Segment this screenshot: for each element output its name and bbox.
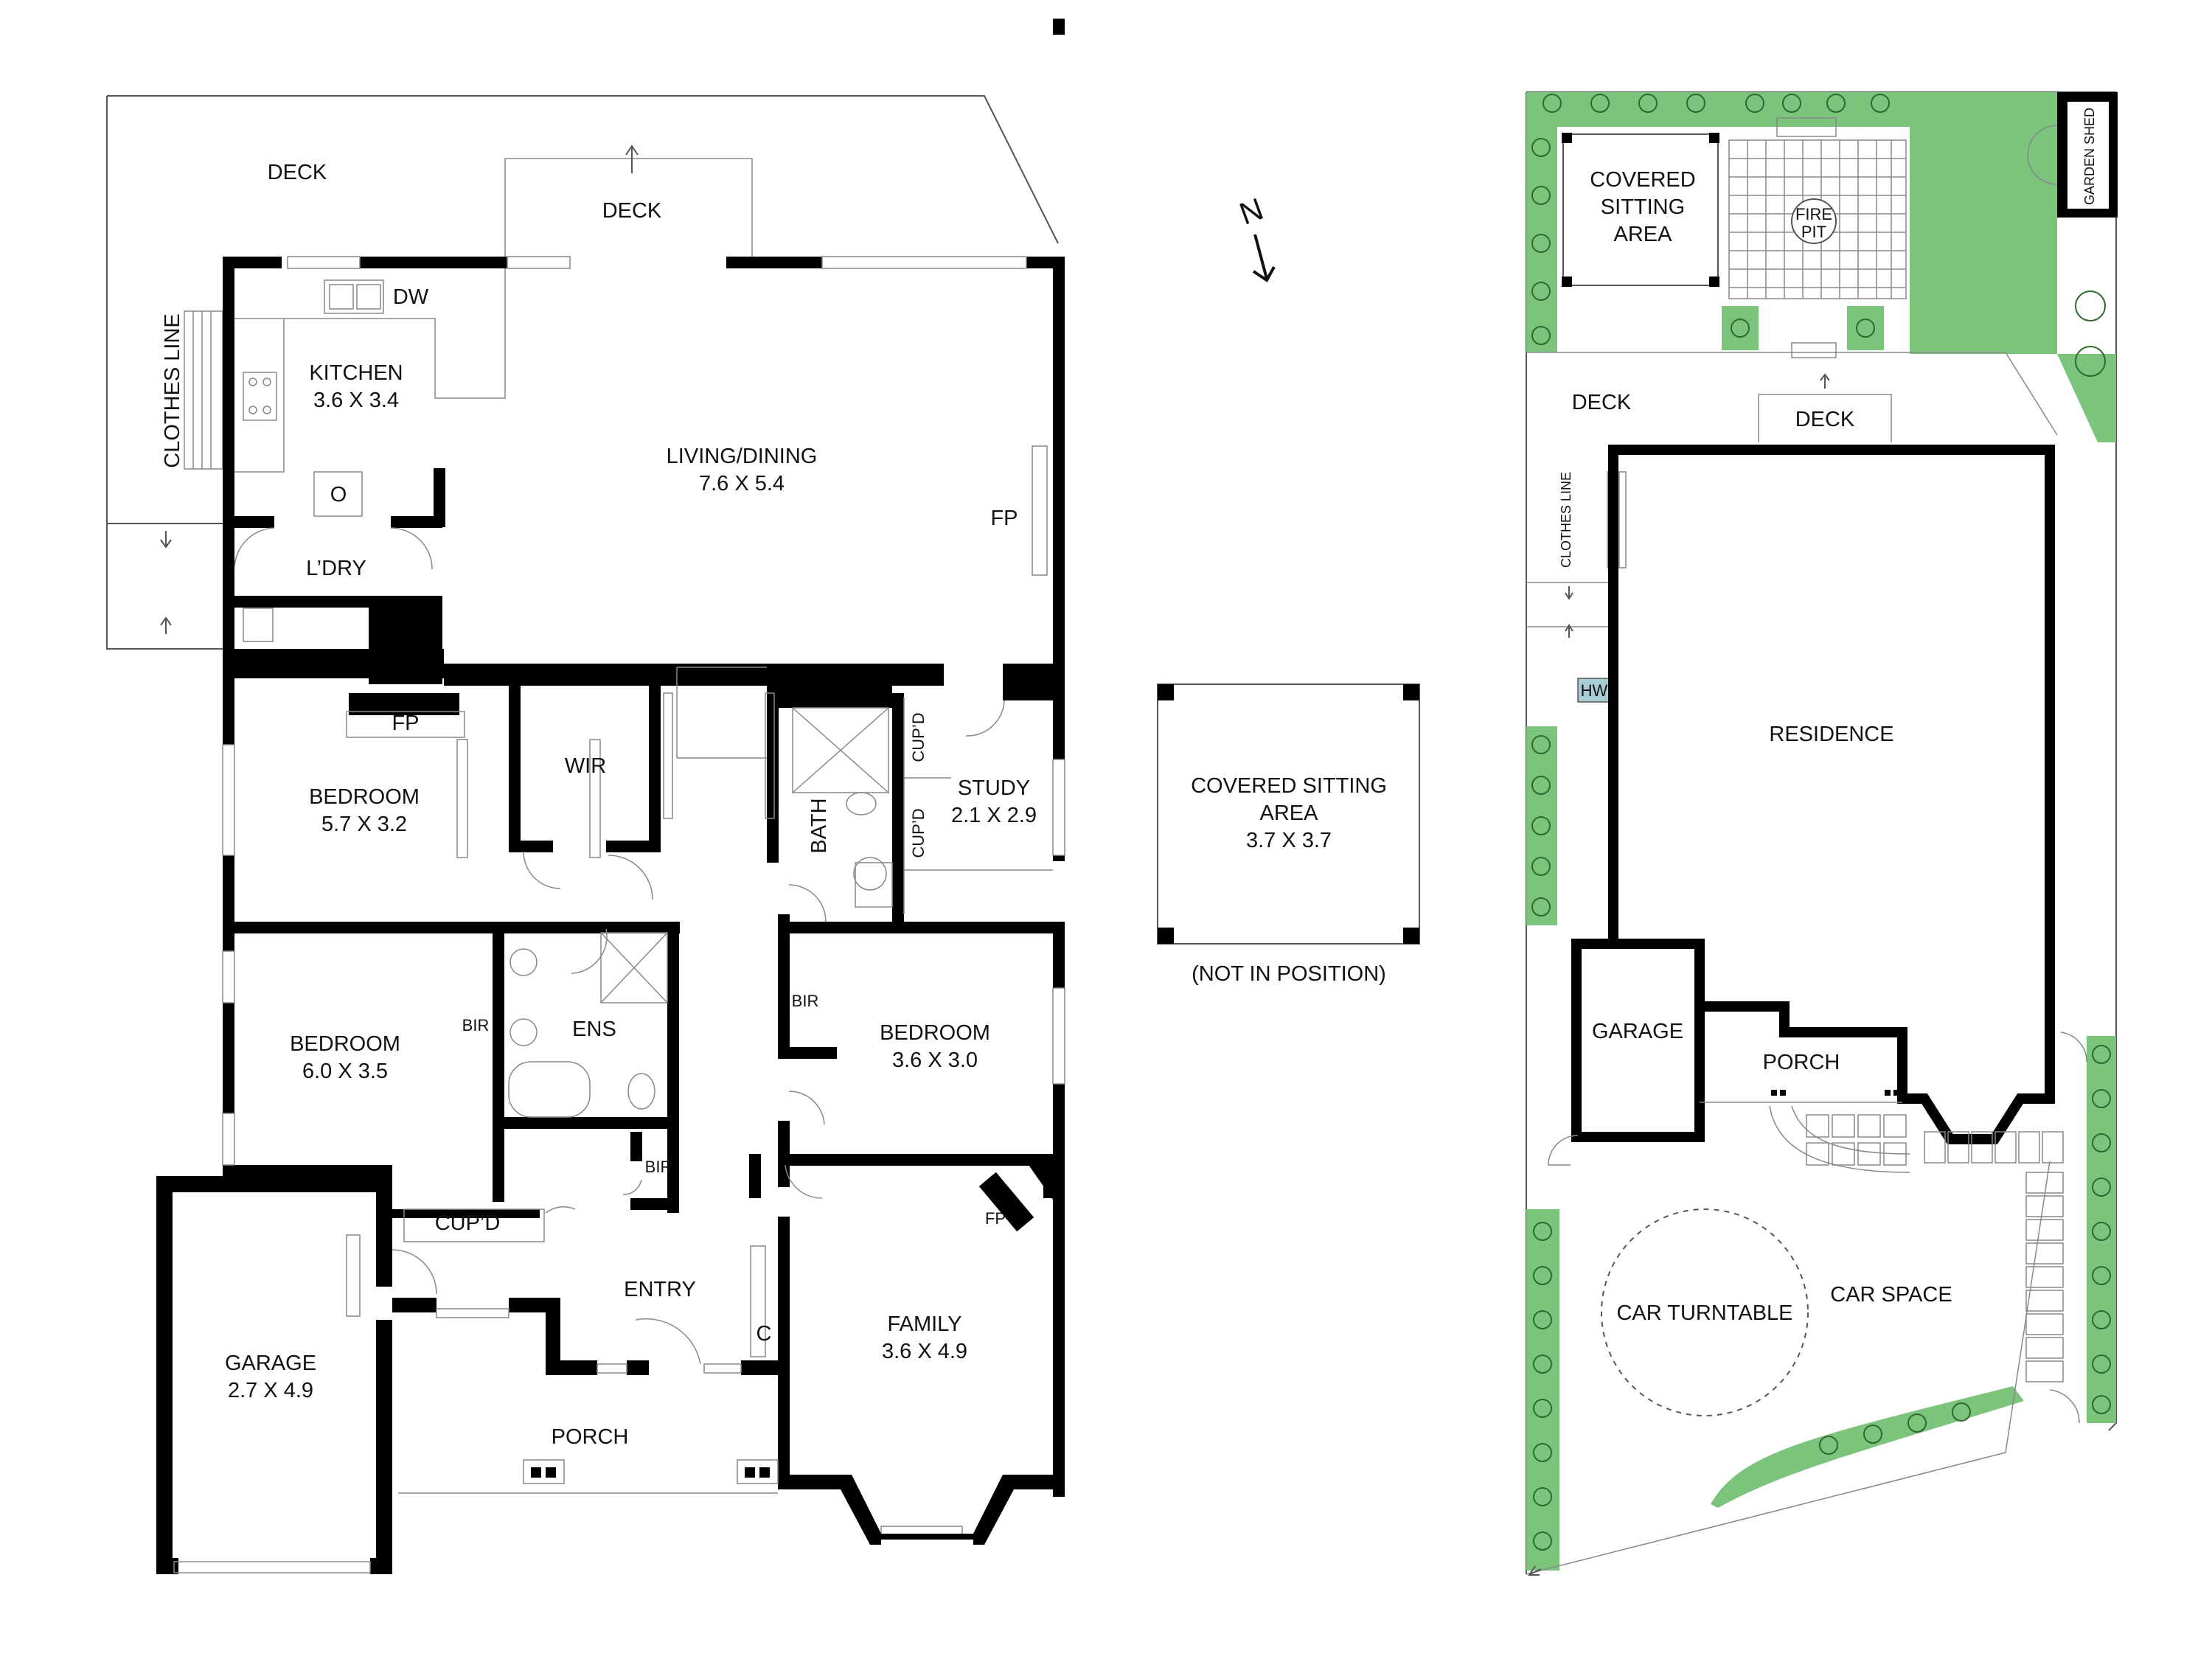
laundry-label: L’DRY (306, 557, 366, 580)
family-size: 3.6 X 4.9 (882, 1340, 967, 1363)
site-covered-label-3: AREA (1614, 223, 1673, 246)
grass-top (1526, 92, 1910, 352)
covered-area-label-2: AREA (1260, 801, 1319, 825)
deck-outline (106, 95, 1059, 650)
entry-label: ENTRY (624, 1278, 696, 1301)
covered-area-plan: COVERED SITTING AREA 3.7 X 3.7 (NOT IN P… (1157, 684, 1420, 986)
grass-right-lower (2087, 1036, 2116, 1423)
site-deck-left-label: DECK (1572, 391, 1632, 414)
kitchen-size: 3.6 X 3.4 (313, 389, 399, 412)
site-garage-label: GARAGE (1592, 1020, 1683, 1043)
shrubs (1531, 94, 2111, 1551)
site-garage (1571, 939, 1705, 1142)
bedroom1-label: BEDROOM (309, 785, 420, 809)
dw-label: DW (393, 285, 429, 309)
covered-area-size: 3.7 X 3.7 (1246, 829, 1332, 852)
grass-patch-2 (1847, 306, 1884, 350)
fireplace-living (1032, 445, 1048, 576)
grass-left-lower (1526, 1209, 1559, 1571)
site-clothes-line-label: CLOTHES LINE (1559, 472, 1573, 568)
grass-left-strip (1526, 726, 1557, 925)
living-size: 7.6 X 5.4 (699, 472, 785, 495)
grass-drive (1711, 1386, 2024, 1508)
bir-hall-label: BIR (645, 1158, 672, 1176)
site-covered-label-1: COVERED (1590, 168, 1695, 192)
c-label: C (757, 1322, 772, 1346)
fireplace-family (1029, 1165, 1065, 1217)
covered-area-label-1: COVERED SITTING (1191, 774, 1387, 798)
site-covered-label-2: SITTING (1601, 195, 1685, 219)
fp-living-label: FP (990, 507, 1018, 530)
cupd1-label: CUP’D (909, 712, 928, 762)
driveway-pavers (1526, 1105, 2064, 1575)
interior-walls (223, 468, 1065, 1218)
cupd-hall-label: CUP’D (435, 1211, 501, 1235)
ens-label: ENS (572, 1018, 616, 1041)
doors (234, 527, 1005, 1365)
site-porch-label: PORCH (1763, 1051, 1840, 1074)
car-turntable-label: CAR TURNTABLE (1616, 1301, 1792, 1325)
site-plan: COVERED SITTING AREA FIRE PIT GARDEN SHE… (1526, 91, 2118, 1576)
fp-bedroom-label: FP (392, 712, 419, 735)
north-arrow: N (1235, 191, 1276, 282)
deck-center-label: DECK (602, 199, 662, 223)
windows (222, 256, 1065, 1536)
cupd2-label: CUP’D (909, 808, 928, 858)
covered-area-note: (NOT IN POSITION) (1192, 962, 1386, 986)
car-space-label: CAR SPACE (1830, 1283, 1952, 1307)
bedroom3-label: BEDROOM (880, 1021, 990, 1045)
garage-label: GARAGE (225, 1352, 316, 1375)
study-label: STUDY (958, 776, 1030, 800)
deck-arrow (625, 145, 639, 173)
oven-label: O (330, 483, 347, 507)
wet-area-fittings (508, 697, 1053, 1118)
residence-label: RESIDENCE (1769, 723, 1893, 746)
bir-bed2-label: BIR (462, 1016, 490, 1034)
fire-pit (1791, 198, 1837, 244)
wir-label: WIR (565, 754, 606, 778)
clothes-line-icon (184, 310, 223, 470)
floor-plan: DECK DECK DW KITCHEN 3.6 X 3.4 O CLOTHES… (106, 18, 1065, 1574)
clothes-line-label: CLOTHES LINE (161, 313, 184, 468)
deck-label: DECK (268, 161, 327, 184)
site-deck-outline (1526, 352, 2058, 442)
bath-label: BATH (807, 798, 831, 853)
side-arrows (160, 531, 172, 634)
fireplace-bedroom (346, 711, 465, 738)
site-covered-area (1562, 133, 1719, 286)
bedroom3-size: 3.6 X 3.0 (892, 1048, 978, 1072)
kitchen-fittings (234, 268, 506, 642)
fp-family-label: FP (985, 1209, 1006, 1228)
garage-size: 2.7 X 4.9 (228, 1379, 313, 1402)
center-deck-outline (504, 158, 753, 258)
grass-patch-1 (1722, 306, 1759, 350)
fire-pit-label-1: FIRE (1795, 205, 1832, 223)
fire-pit-label-2: PIT (1801, 223, 1826, 241)
living-label: LIVING/DINING (667, 445, 818, 468)
family-label: FAMILY (888, 1312, 962, 1336)
bir-bed3-label: BIR (792, 992, 819, 1010)
bedroom2-label: BEDROOM (290, 1032, 400, 1056)
sliding-doors (403, 667, 775, 1357)
garden-shed-label: GARDEN SHED (2082, 108, 2097, 205)
grass-right-top (1910, 92, 2057, 354)
bedroom2-size: 6.0 X 3.5 (302, 1060, 388, 1083)
porch-label: PORCH (552, 1425, 629, 1449)
study-size: 2.1 X 2.9 (951, 804, 1037, 827)
grass-right-strip (2057, 354, 2116, 442)
hw-label: HW (1581, 681, 1608, 700)
site-deck-center-label: DECK (1795, 408, 1855, 431)
svg-text:N: N (1235, 191, 1268, 232)
bedroom1-size: 5.7 X 3.2 (321, 813, 407, 836)
car-turntable (1601, 1208, 1809, 1416)
kitchen-label: KITCHEN (309, 361, 403, 385)
